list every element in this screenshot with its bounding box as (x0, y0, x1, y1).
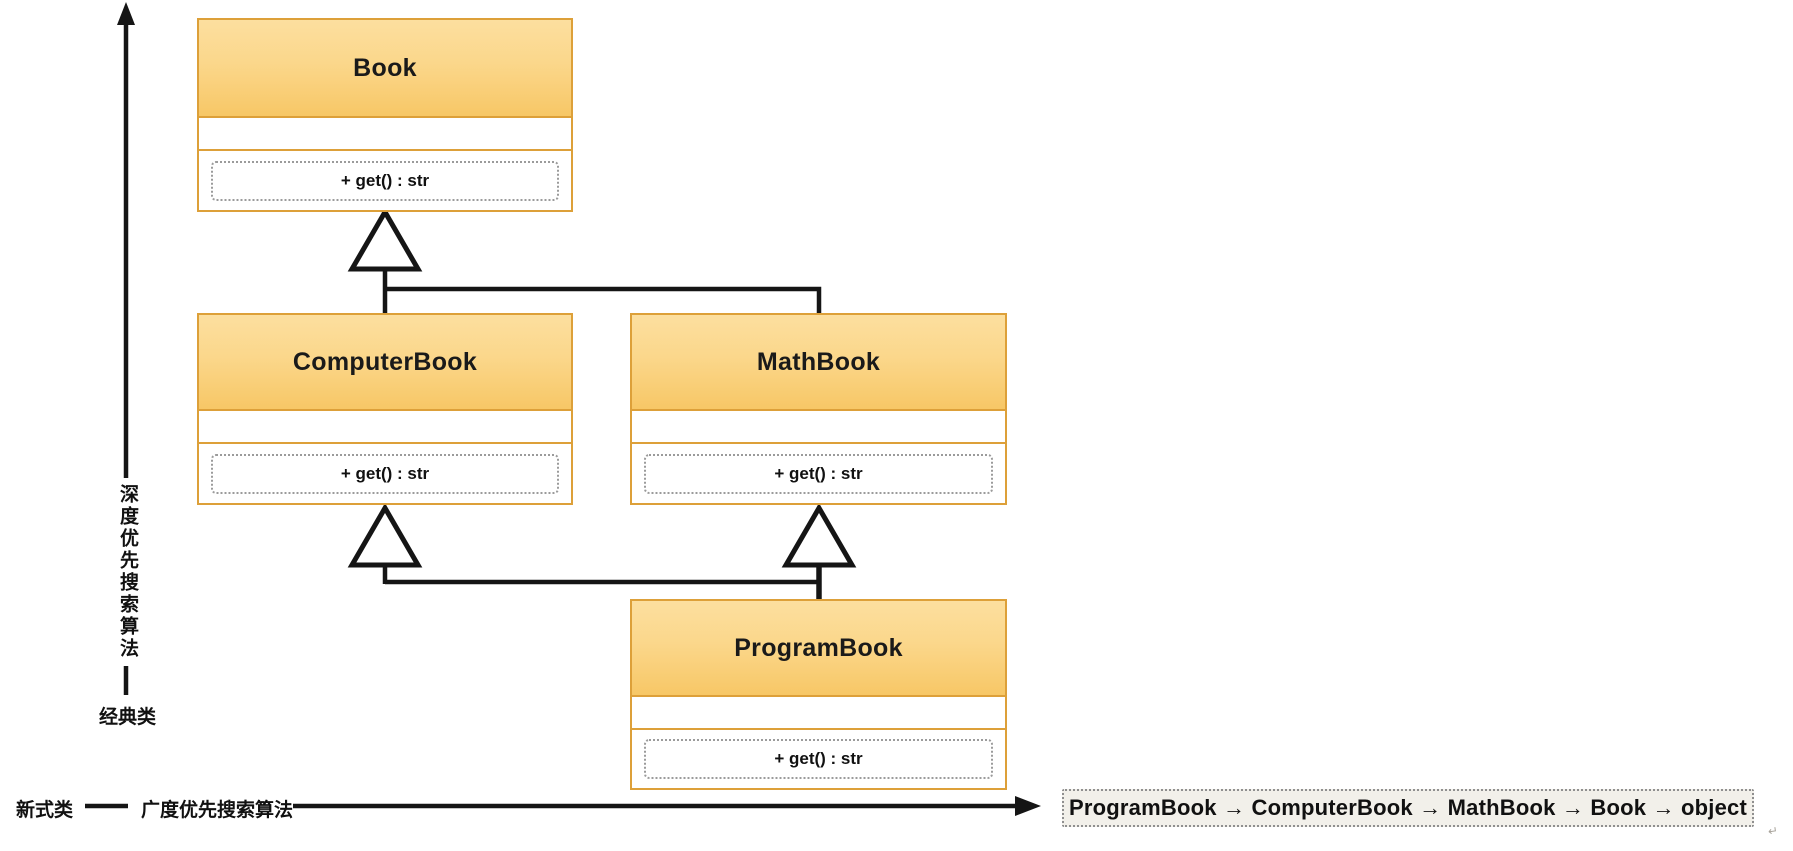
mathbook-generalization-triangle (781, 503, 857, 568)
class-box-programbook: ProgramBook + get() : str (630, 599, 1007, 790)
class-header-book: Book (199, 20, 571, 118)
method-pill-book: + get() : str (211, 160, 559, 201)
class-box-mathbook: MathBook + get() : str (630, 313, 1007, 505)
class-attributes-mathbook (632, 411, 1005, 444)
class-methods-mathbook: + get() : str (632, 444, 1005, 503)
class-header-programbook: ProgramBook (632, 601, 1005, 697)
class-attributes-programbook (632, 697, 1005, 730)
corner-caret-mark: ↵ (1767, 823, 1779, 839)
mro-result-text: ProgramBook → ComputerBook → MathBook → … (1069, 795, 1747, 820)
class-methods-book: + get() : str (199, 151, 571, 210)
class-attributes-book (199, 118, 571, 151)
computerbook-generalization-triangle (347, 503, 423, 568)
class-methods-computerbook: + get() : str (199, 444, 571, 503)
class-header-mathbook: MathBook (632, 315, 1005, 411)
class-name-book: Book (353, 53, 417, 82)
class-header-computerbook: ComputerBook (199, 315, 571, 411)
class-name-computerbook: ComputerBook (292, 347, 478, 376)
horizontal-axis-label: 广度优先搜索算法 (141, 800, 294, 821)
class-box-computerbook: ComputerBook + get() : str (197, 313, 573, 505)
class-methods-programbook: + get() : str (632, 730, 1005, 788)
horizontal-axis-arrowhead (1015, 796, 1041, 816)
class-attributes-computerbook (199, 411, 571, 444)
class-name-programbook: ProgramBook (734, 633, 903, 662)
mro-result-box: ProgramBook → ComputerBook → MathBook → … (1062, 789, 1754, 827)
vertical-axis-arrowhead (117, 2, 135, 25)
method-pill-mathbook: + get() : str (644, 453, 993, 494)
class-name-mathbook: MathBook (756, 347, 881, 376)
book-generalization-triangle (347, 207, 423, 272)
book-branch-line (385, 286, 822, 314)
method-pill-computerbook: + get() : str (211, 453, 559, 494)
horizontal-axis-origin-label: 新式类 (16, 800, 74, 821)
vertical-axis-label: 深度优先搜索算法 (117, 484, 138, 660)
vertical-axis-origin-label: 经典类 (99, 707, 157, 728)
class-box-book: Book + get() : str (197, 18, 573, 212)
method-pill-programbook: + get() : str (644, 739, 993, 779)
